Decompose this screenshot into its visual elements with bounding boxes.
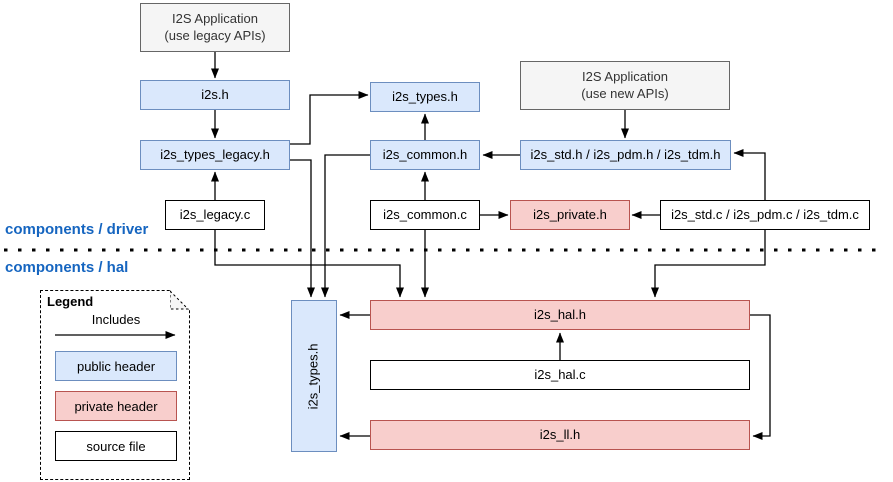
node-i2s-h: i2s.h [140,80,290,110]
node-i2s-types-legacy-h: i2s_types_legacy.h [140,140,290,170]
node-i2s-hal-c: i2s_hal.c [370,360,750,390]
legend-includes-label: Includes [91,312,141,327]
legend-includes-arrow-icon [55,331,176,339]
node-i2s-private-h: i2s_private.h [510,200,630,230]
node-i2s-ll-h: i2s_ll.h [370,420,750,450]
node-i2s-types-h-hal: i2s_types.h [291,300,337,452]
node-app-legacy: I2S Application (use legacy APIs) [140,3,290,52]
node-i2s-types-h: i2s_types.h [370,82,480,112]
node-i2s-common-h: i2s_common.h [370,140,480,170]
node-i2s-legacy-c: i2s_legacy.c [165,200,265,230]
legend-source-file: source file [55,431,177,461]
node-app-new: I2S Application (use new APIs) [520,61,730,110]
legend-fold-corner-icon [170,290,190,310]
edge-i2s-legacy-c-to-i2s-hal-h [214,230,404,298]
node-i2s-std-pdm-tdm-c: i2s_std.c / i2s_pdm.c / i2s_tdm.c [660,200,870,230]
section-label-driver: components / driver [5,221,149,238]
legend-private-header: private header [55,391,177,421]
legend: Legend Includes public header private he… [40,290,190,480]
edge-i2s-types-legacy-h-to-i2s-types-h [290,91,369,145]
legend-public-header: public header [55,351,177,381]
edge-i2s-common-h-to-i2s-types-h-hal [321,154,370,298]
node-i2s-hal-h: i2s_hal.h [370,300,750,330]
edge-i2s-std-c-to-i2s-hal-h [651,230,766,298]
node-i2s-types-h-hal-label: i2s_types.h [305,343,321,409]
section-label-hal: components / hal [5,259,129,276]
legend-title: Legend [47,294,94,309]
edge-i2s-hal-h-to-i2s-ll-h [750,314,771,440]
edge-i2s-std-c-to-i2s-std-h [733,149,766,200]
node-i2s-std-pdm-tdm-h: i2s_std.h / i2s_pdm.h / i2s_tdm.h [520,140,731,170]
edge-i2s-types-legacy-h-to-i2s-types-h-hal [290,159,315,298]
node-i2s-common-c: i2s_common.c [370,200,480,230]
